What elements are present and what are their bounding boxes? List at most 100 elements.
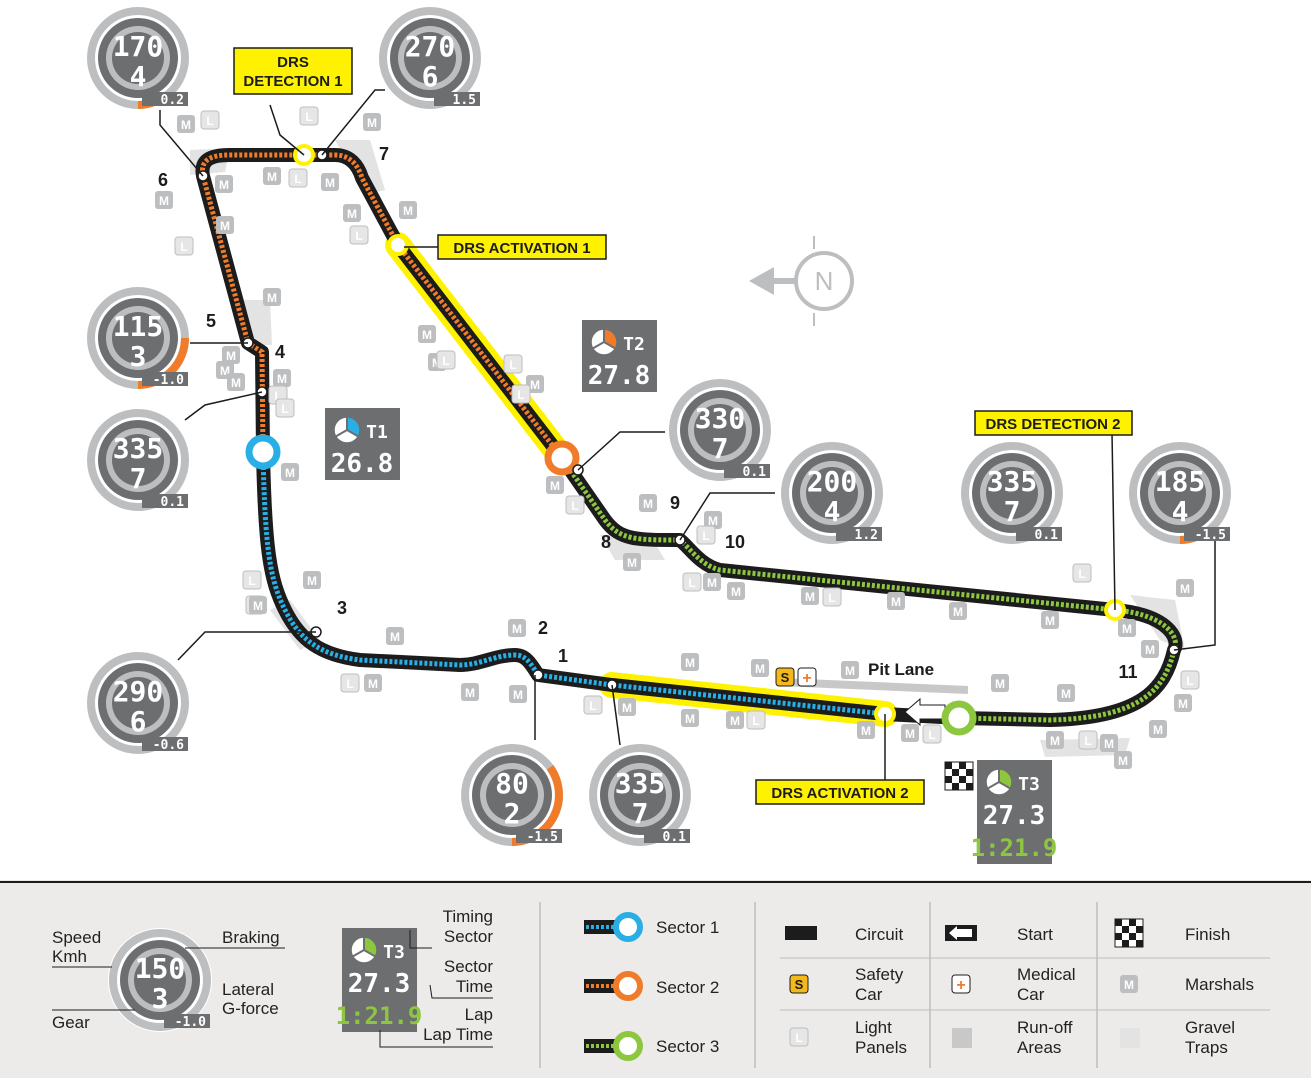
legend-light-panels: L Light Panels [789, 1018, 907, 1057]
svg-text:M: M [707, 576, 717, 590]
gauge-g-force: 1.2 [855, 528, 878, 543]
legend-gauge-labels: Speed Kmh Braking Lateral G-force Gear [52, 928, 285, 1032]
light-panel-icon: L [340, 673, 360, 693]
svg-text:L: L [517, 388, 524, 402]
marshal-icon: M [418, 325, 436, 343]
drs-activation-2-label: DRS ACTIVATION 2 [755, 779, 925, 805]
light-panel-icon: L [682, 572, 702, 592]
gauge-g-force: 0.1 [663, 830, 687, 845]
corner-number: 9 [670, 493, 680, 513]
gravel-icon [1120, 1028, 1140, 1048]
svg-text:Light: Light [855, 1018, 892, 1037]
svg-text:M: M [422, 328, 432, 342]
svg-text:DRS ACTIVATION 2: DRS ACTIVATION 2 [771, 785, 908, 802]
marshal-icon: M [263, 167, 281, 185]
circuit-icon [785, 926, 817, 940]
marshal-icon: M [509, 685, 527, 703]
svg-text:M: M [277, 372, 287, 386]
svg-text:Sector 2: Sector 2 [656, 978, 719, 997]
gauge-gear: 4 [1172, 495, 1189, 528]
svg-text:M: M [253, 599, 263, 613]
marshal-icon: M [949, 602, 967, 620]
marshal-icon: M [273, 369, 291, 387]
corner-number: 5 [206, 311, 216, 331]
light-panel-icon: L [565, 495, 585, 515]
svg-text:L: L [928, 728, 935, 742]
legend-timing-sector-label-2: Sector [444, 927, 493, 946]
svg-text:M: M [403, 204, 413, 218]
lap-time: 1:21.9 [971, 834, 1058, 862]
marshal-icon: M [364, 674, 382, 692]
svg-text:M: M [530, 378, 540, 392]
svg-text:S: S [781, 670, 790, 685]
gauge-g-force: 0.1 [743, 465, 767, 480]
marshal-icon: M [461, 683, 479, 701]
gauge-speed: 270 [405, 30, 456, 63]
svg-text:Finish: Finish [1185, 925, 1230, 944]
timing-sector-id: T2 [623, 334, 645, 355]
legend-circuit: Circuit [785, 925, 903, 944]
light-panel-icon: L [349, 225, 369, 245]
gauge-speed: 335 [113, 432, 164, 465]
svg-text:L: L [571, 499, 578, 513]
svg-text:M: M [285, 466, 295, 480]
drs-detection-1-label: DRS DETECTION 1 [233, 47, 353, 95]
gauge-speed: 335 [987, 465, 1038, 498]
light-panel-icon: L [200, 110, 220, 130]
legend-lap-time-label-1: Lap [465, 1005, 493, 1024]
sector-2-marker [544, 440, 580, 476]
speed-gauge: 802-1.5 [460, 743, 564, 847]
gauge-g-force: -0.6 [153, 738, 184, 753]
marshal-icon: M [508, 619, 526, 637]
checkered-flag-icon [944, 761, 974, 791]
svg-text:M: M [731, 585, 741, 599]
svg-text:M: M [1122, 622, 1132, 636]
svg-text:M: M [267, 170, 277, 184]
marshal-icon: M [704, 511, 722, 529]
marshal-icon: M [321, 173, 339, 191]
marshal-icon: M [215, 175, 233, 193]
svg-text:M: M [685, 656, 695, 670]
marshal-icon: M [1114, 751, 1132, 769]
medical-car-icon: + [951, 974, 971, 994]
svg-text:M: M [220, 364, 230, 378]
marshal-light-markers: MLMMLMMLLMMMMLMMMMLMLMMLLMLMMLMMLMLMMMLM… [155, 106, 1200, 769]
gauge-gear: 7 [1004, 495, 1021, 528]
svg-text:L: L [589, 699, 596, 713]
marshal-icon: M [155, 191, 173, 209]
gauge-gear: 6 [130, 705, 147, 738]
svg-text:M: M [347, 207, 357, 221]
svg-text:M: M [1118, 754, 1128, 768]
marshal-icon: M [399, 201, 417, 219]
legend-sector-time-label-2: Time [456, 977, 493, 996]
svg-text:M: M [622, 701, 632, 715]
svg-text:Safety: Safety [855, 965, 904, 984]
gauge-gear: 3 [152, 982, 169, 1015]
light-panel-icon: L [242, 570, 262, 590]
svg-text:L: L [442, 354, 449, 368]
svg-text:L: L [702, 529, 709, 543]
sector-time: 27.3 [348, 969, 411, 999]
svg-text:L: L [206, 114, 213, 128]
marshal-icon: M [681, 653, 699, 671]
svg-text:M: M [730, 714, 740, 728]
drs-activation-1-label: DRS ACTIVATION 1 [404, 234, 607, 260]
svg-text:M: M [512, 622, 522, 636]
light-panel-icon: L [503, 354, 523, 374]
corner-number: 2 [538, 618, 548, 638]
svg-text:M: M [513, 688, 523, 702]
svg-text:M: M [1145, 643, 1155, 657]
svg-text:L: L [1078, 567, 1085, 581]
runoff-icon [952, 1028, 972, 1048]
svg-text:DRS: DRS [277, 54, 309, 71]
legend-sector-time-label-1: Sector [444, 957, 493, 976]
legend-marshals: M Marshals [1120, 975, 1254, 994]
